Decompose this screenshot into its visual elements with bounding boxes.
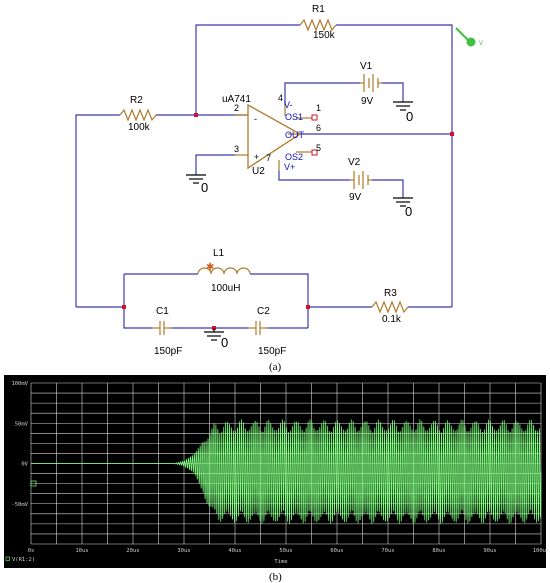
x-tick-label: 30us xyxy=(177,548,190,554)
x-tick-label: 50us xyxy=(279,548,292,554)
svg-text:R2: R2 xyxy=(130,95,143,106)
ground-opamp: 0 xyxy=(186,174,208,195)
ground-v1: 0 xyxy=(393,101,413,124)
svg-text:4: 4 xyxy=(278,93,283,103)
y-tick-label: 0V xyxy=(21,462,28,468)
svg-text:6: 6 xyxy=(316,123,321,133)
svg-text:U2: U2 xyxy=(252,166,265,177)
ground-tank: 0 xyxy=(204,328,228,350)
resistor-r2[interactable]: R2 100k xyxy=(119,95,157,133)
x-tick-labels: 0s 10us 20us 30us 40us 50us 60us 70us 80us 90us 10… xyxy=(28,548,550,554)
svg-text:100k: 100k xyxy=(128,122,151,133)
svg-text:7: 7 xyxy=(266,153,271,163)
opamp-ua741[interactable]: uA741 U2 2 3 4 7 6 1 5 - + V- OS1 OUT OS… xyxy=(222,93,321,177)
svg-text:OS1: OS1 xyxy=(285,112,303,122)
svg-text:0.1k: 0.1k xyxy=(382,314,402,325)
capacitor-c1[interactable]: C1 150pF xyxy=(152,306,182,357)
svg-text:150k: 150k xyxy=(313,30,336,41)
svg-text:OS2: OS2 xyxy=(285,152,303,162)
svg-text:V+: V+ xyxy=(284,162,295,172)
svg-text:1: 1 xyxy=(316,103,321,113)
x-axis-label: Time xyxy=(274,559,287,565)
series-line-v-r1-2 xyxy=(31,419,542,524)
y-tick-label: 50mV xyxy=(15,421,29,427)
svg-text:V2: V2 xyxy=(348,157,361,168)
svg-text:9V: 9V xyxy=(361,96,374,107)
legend-text: V(R1:2) xyxy=(12,557,35,563)
x-tick-label: 80us xyxy=(432,548,445,554)
svg-text:V-: V- xyxy=(284,100,293,110)
inductor-l1[interactable]: ✱ L1 100uH xyxy=(197,248,251,294)
y-tick-label: -50mV xyxy=(11,502,28,508)
trace-marker xyxy=(30,480,37,487)
svg-text:C1: C1 xyxy=(156,306,169,317)
x-tick-label: 100us xyxy=(533,548,550,554)
svg-text:5: 5 xyxy=(316,143,321,153)
inductor-dot-icon: ✱ xyxy=(206,262,214,273)
legend-marker xyxy=(5,556,10,561)
svg-text:L1: L1 xyxy=(213,248,225,259)
y-tick-label: 100mV xyxy=(11,381,28,387)
resistor-r3[interactable]: R3 0.1k xyxy=(371,288,409,325)
x-tick-label: 90us xyxy=(483,548,496,554)
svg-text:0: 0 xyxy=(201,180,208,195)
svg-text:R1: R1 xyxy=(312,4,325,15)
voltage-probe-icon[interactable]: V xyxy=(455,27,483,47)
capacitor-c2[interactable]: C2 150pF xyxy=(248,306,286,357)
y-tick-labels: 100mV 50mV 0V -50mV xyxy=(11,381,28,508)
resistor-r1[interactable]: R1 150k xyxy=(299,4,337,41)
svg-text:9V: 9V xyxy=(349,192,362,203)
svg-text:0: 0 xyxy=(406,109,413,124)
svg-text:150pF: 150pF xyxy=(154,346,182,357)
legend: V(R1:2) xyxy=(5,556,35,563)
x-tick-label: 10us xyxy=(75,548,88,554)
svg-text:0: 0 xyxy=(405,204,412,219)
battery-v1[interactable]: V1 9V xyxy=(360,61,382,107)
svg-text:100uH: 100uH xyxy=(211,283,240,294)
svg-text:OUT: OUT xyxy=(285,130,305,140)
ground-v2: 0 xyxy=(393,197,413,219)
svg-text:150pF: 150pF xyxy=(258,346,286,357)
x-tick-label: 0s xyxy=(28,548,35,554)
x-tick-label: 40us xyxy=(228,548,241,554)
x-tick-label: 70us xyxy=(381,548,394,554)
svg-text:-: - xyxy=(254,114,257,124)
schematic-wires xyxy=(75,24,453,329)
svg-text:V1: V1 xyxy=(360,61,373,72)
svg-text:0: 0 xyxy=(221,335,228,350)
svg-text:V: V xyxy=(479,41,483,47)
svg-text:C2: C2 xyxy=(257,306,270,317)
caption-a: (a) xyxy=(269,361,282,373)
svg-text:2: 2 xyxy=(234,103,239,113)
battery-v2[interactable]: V2 9V xyxy=(348,157,372,203)
svg-text:R3: R3 xyxy=(384,288,397,299)
x-tick-label: 60us xyxy=(330,548,343,554)
svg-text:3: 3 xyxy=(234,144,239,154)
x-tick-label: 20us xyxy=(126,548,139,554)
svg-text:+: + xyxy=(254,152,259,162)
svg-text:uA741: uA741 xyxy=(222,94,251,105)
caption-b: (b) xyxy=(269,571,282,583)
